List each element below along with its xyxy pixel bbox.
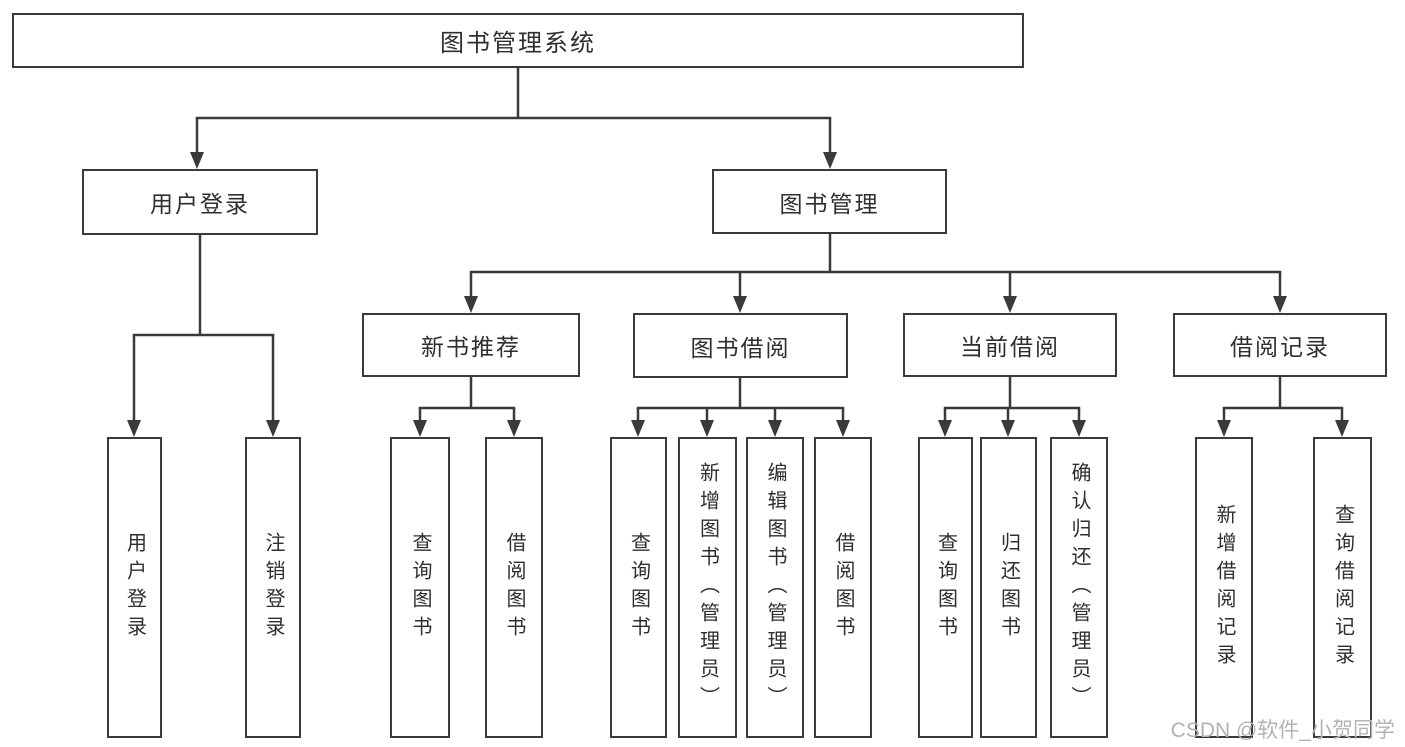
leaf-records-query-record: 查询借阅记录 [1313,437,1372,738]
node-label: 新书推荐 [421,334,521,360]
leaf-borrow-borrow-books: 借阅图书 [814,437,872,738]
node-label: 图书管理 [779,190,880,217]
node-label: 借阅图书 [832,531,854,644]
leaf-borrow-add-books-admin: 新增图书（管理员） [678,437,737,738]
node-label: 用户登录 [150,191,250,217]
leaf-records-add-record: 新增借阅记录 [1195,437,1253,738]
node-label: 新增借阅记录 [1213,503,1235,672]
leaf-borrow-query-books: 查询图书 [610,437,667,738]
leaf-current-query-books: 查询图书 [918,437,973,738]
node-label: 查询借阅记录 [1331,503,1354,672]
leaf-logout-login: 注销登录 [245,437,301,738]
node-book-borrow: 图书借阅 [633,313,848,378]
leaf-borrow-edit-books-admin: 编辑图书（管理员） [746,437,804,738]
node-label: 编辑图书（管理员） [764,461,786,714]
node-label: 查询图书 [409,531,431,644]
node-book-management: 图书管理 [712,169,947,234]
leaf-current-return-books: 归还图书 [980,437,1037,738]
node-library-management-system: 图书管理系统 [12,13,1024,68]
node-label: 用户登录 [123,531,146,644]
leaf-user-login: 用户登录 [107,437,162,738]
node-label: 图书管理系统 [440,30,596,57]
node-borrow-records: 借阅记录 [1173,313,1387,377]
node-new-book-recommend: 新书推荐 [362,313,580,377]
leaf-current-confirm-return-admin: 确认归还（管理员） [1050,437,1108,738]
node-label: 图书借阅 [690,334,791,361]
node-current-borrow: 当前借阅 [903,313,1117,377]
node-label: 注销登录 [262,531,284,644]
node-label: 借阅记录 [1230,334,1330,360]
node-user-login: 用户登录 [82,169,318,235]
csdn-watermark: CSDN @软件_小贺同学 [1170,719,1395,742]
node-label: 借阅图书 [503,531,525,644]
node-label: 归还图书 [997,531,1020,644]
node-label: 新增图书（管理员） [696,461,719,714]
node-label: 查询图书 [934,531,957,644]
node-label: 查询图书 [627,531,650,644]
node-label: 确认归还（管理员） [1068,461,1090,714]
leaf-recommend-borrow-books: 借阅图书 [485,437,543,738]
leaf-recommend-query-books: 查询图书 [390,437,450,738]
node-label: 当前借阅 [960,334,1060,360]
